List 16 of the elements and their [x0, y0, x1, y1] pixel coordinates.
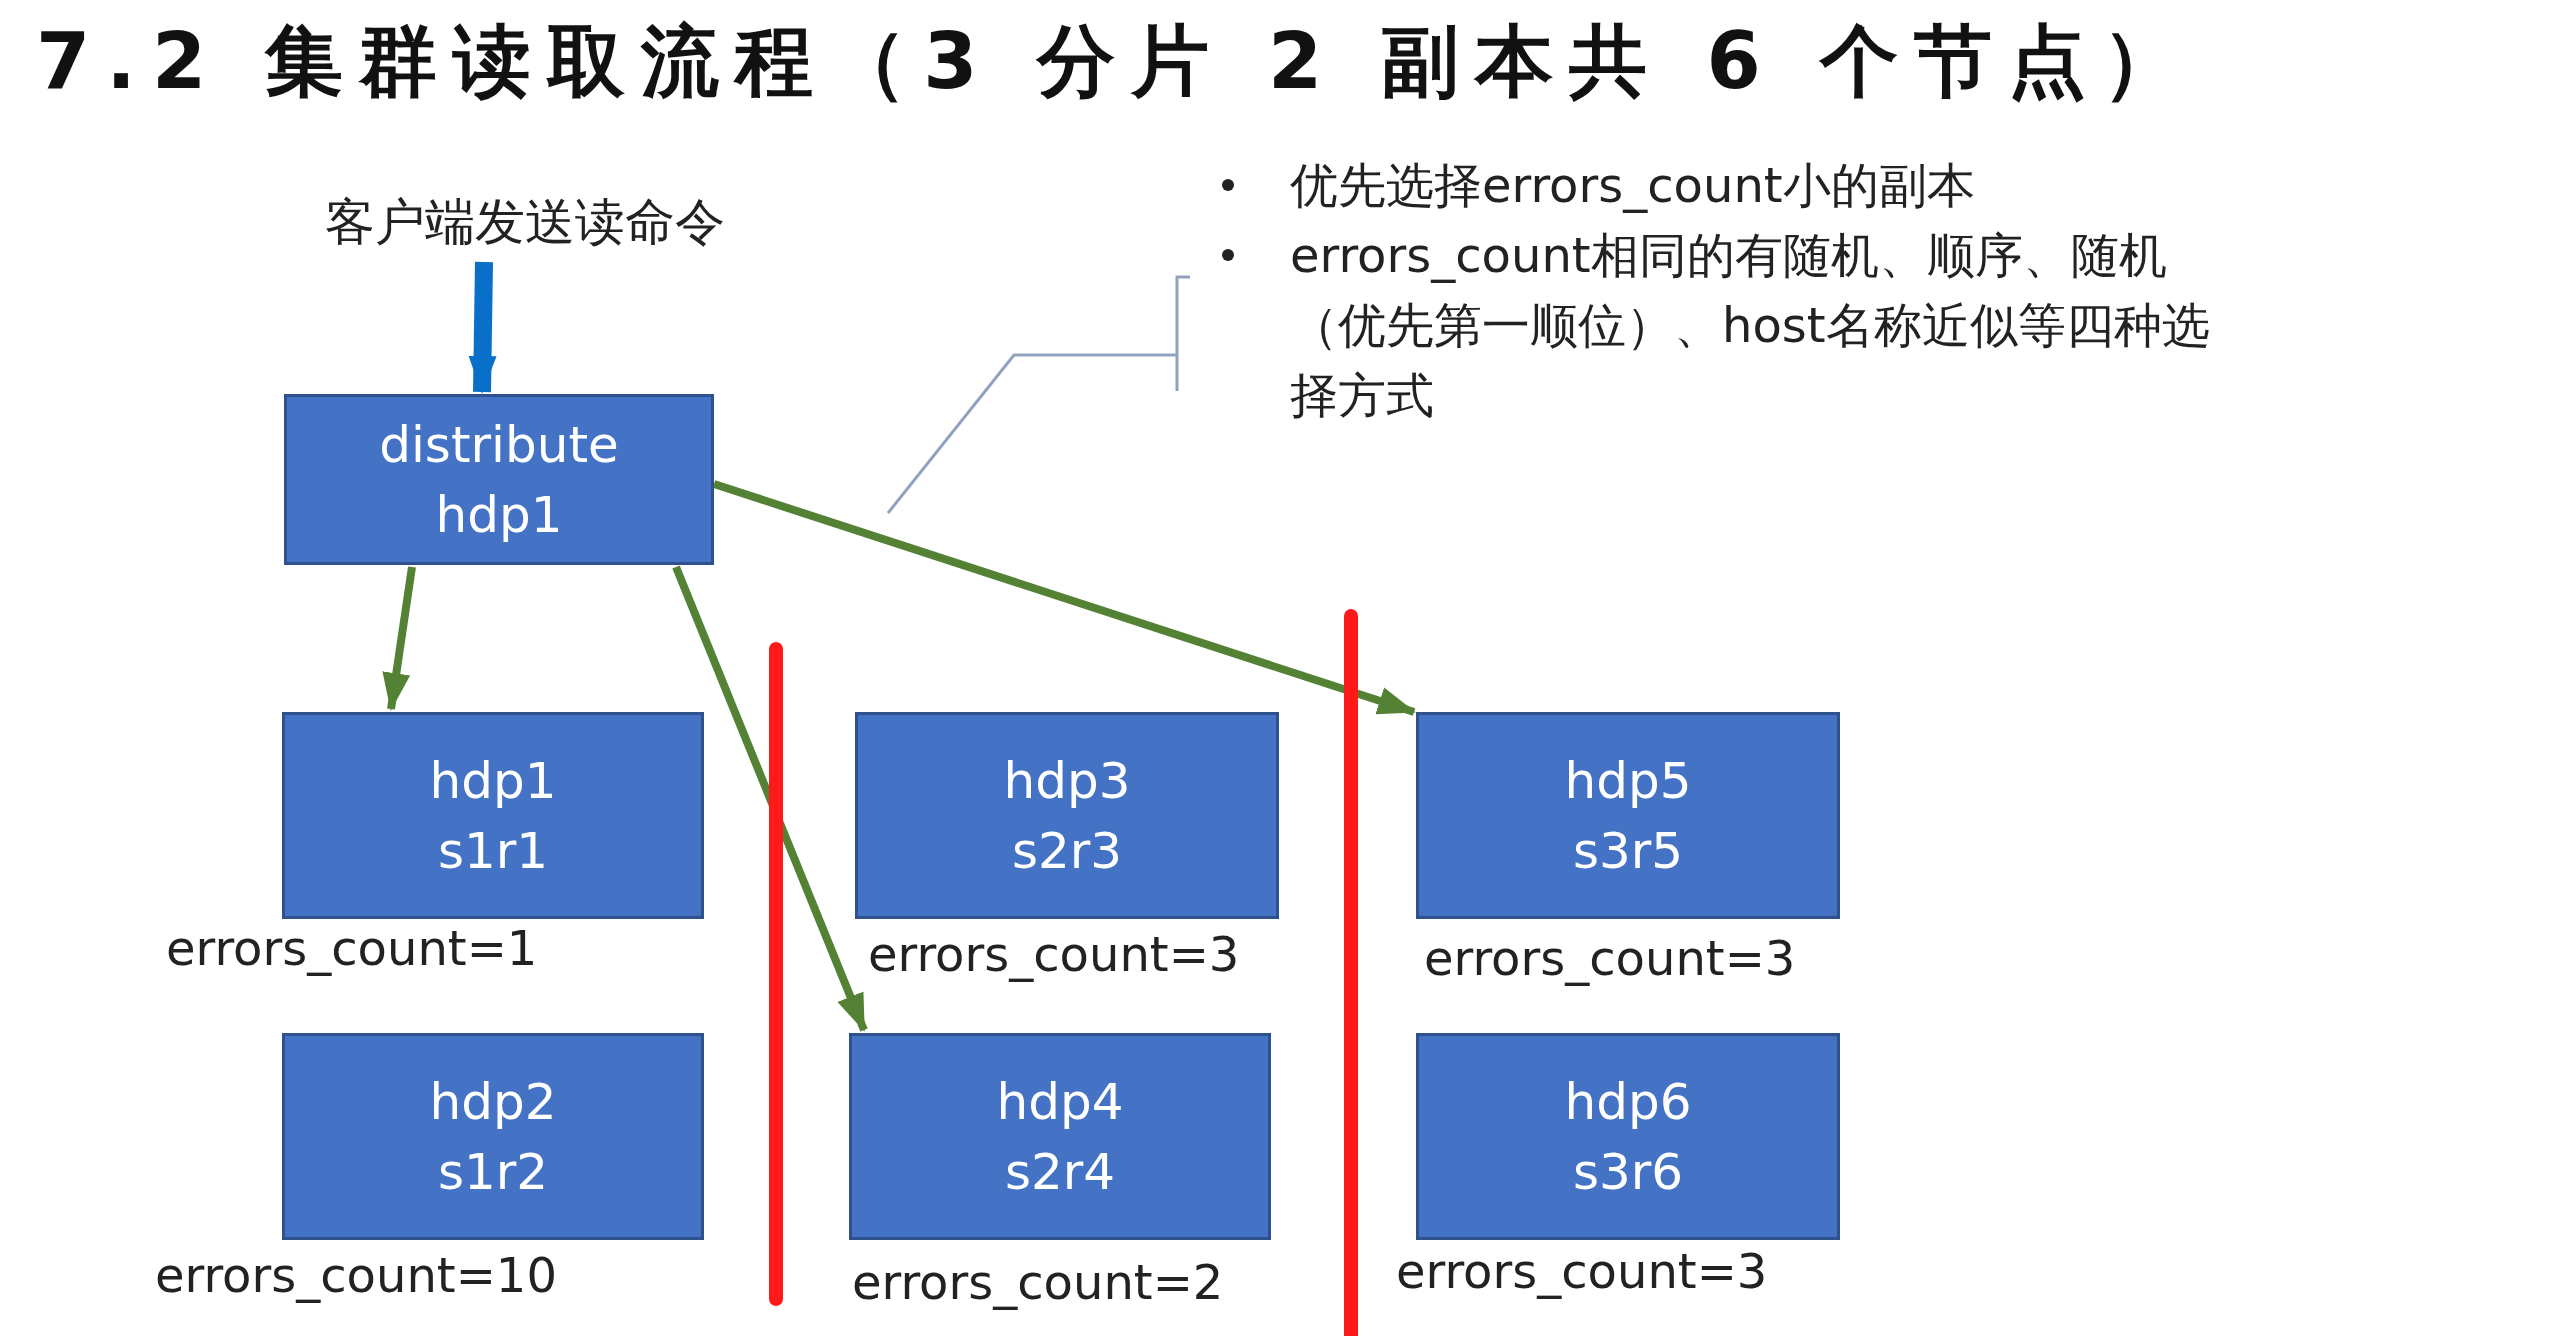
- error-count-label: errors_count=10: [155, 1247, 557, 1303]
- server-box: distribute hdp1: [284, 394, 714, 565]
- arrow: [712, 480, 1416, 716]
- arrow: [672, 565, 868, 1032]
- error-count-label: errors_count=1: [166, 920, 538, 976]
- bullet-item: 优先选择errors_count小的副本: [1290, 150, 2240, 220]
- error-count-label: errors_count=3: [868, 926, 1240, 982]
- title: 7.2 集群读取流程（3 分片 2 副本共 6 个节点）: [36, 15, 2196, 108]
- error-count-label: errors_count=2: [852, 1254, 1224, 1310]
- error-count-label: errors_count=3: [1396, 1243, 1768, 1299]
- leader-line: [886, 275, 1192, 515]
- error-count-label: errors_count=3: [1424, 930, 1796, 986]
- arrow: [468, 261, 497, 394]
- bullet-item: errors_count相同的有随机、顺序、随机（优先第一顺位）、host名称近似等四种选择方式: [1290, 220, 2240, 430]
- client-label: 客户端发送读命令: [324, 192, 726, 253]
- arrow: [382, 566, 416, 711]
